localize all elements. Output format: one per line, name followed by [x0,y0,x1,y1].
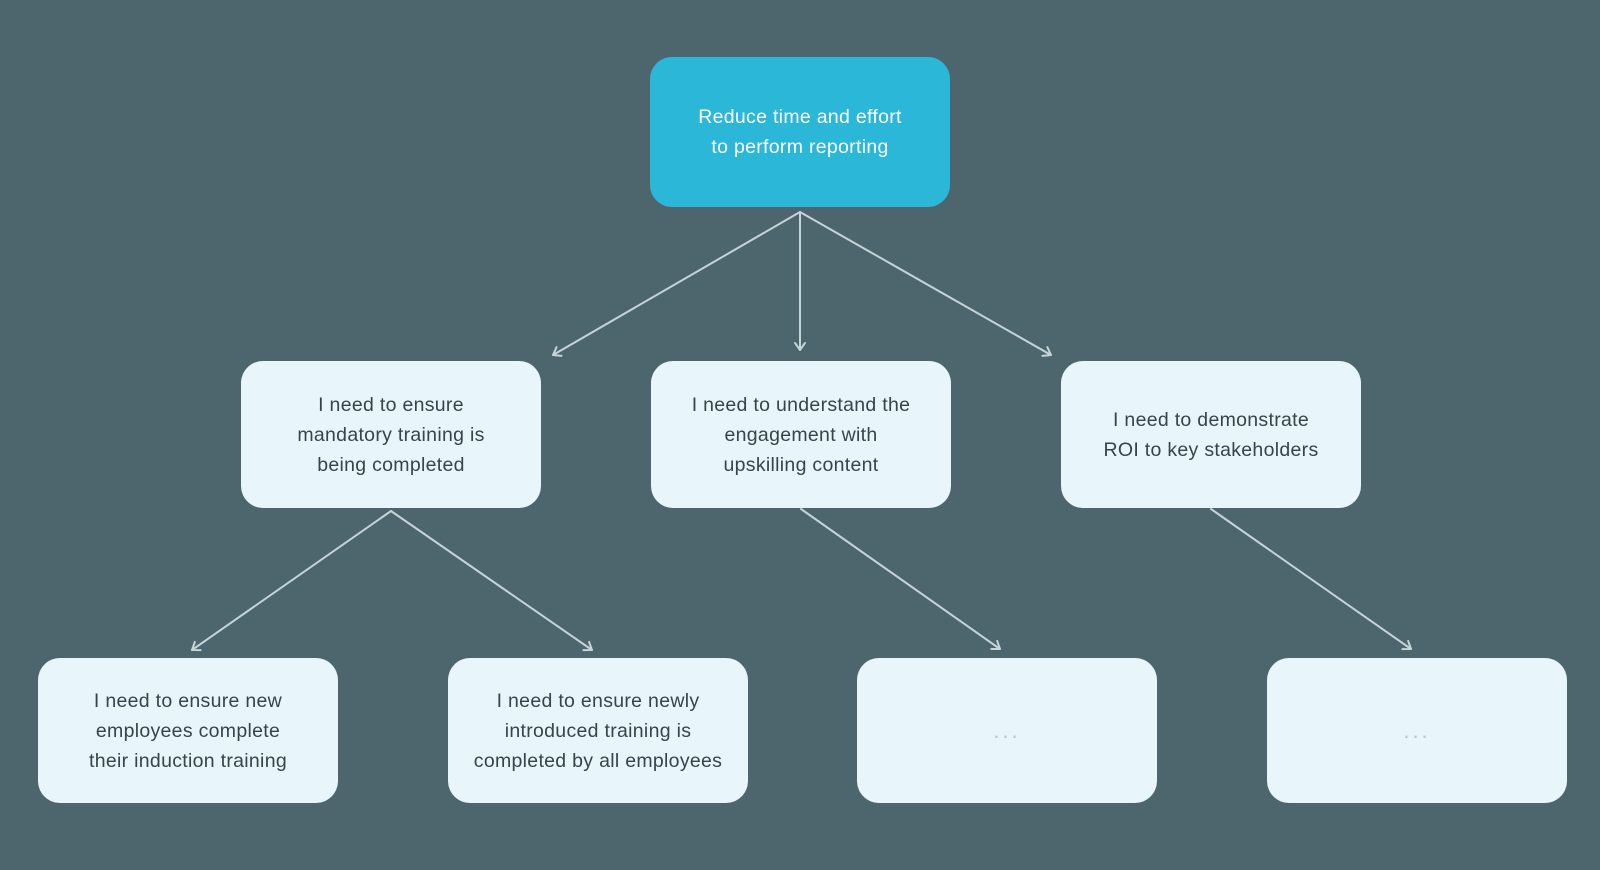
node-mandatory-training-line: I need to ensure [318,393,464,416]
node-mandatory-training-line: mandatory training is [297,423,485,446]
node-induction-training-line: I need to ensure new [93,689,283,712]
connector-mandatory-to-newly-introduced [390,510,593,652]
node-demonstrate-roi: I need to demonstrate ROI to key stakeho… [1061,361,1361,508]
node-upskilling-engagement-line: I need to understand the [691,393,911,416]
node-placeholder-1: ... [857,658,1157,803]
node-induction-training-line: employees complete [95,719,281,742]
node-newly-introduced-training: I need to ensure newly introduced traini… [448,658,748,803]
connector-root-to-roi [799,211,1052,357]
node-root-goal: Reduce time and effort to perform report… [650,57,950,207]
node-placeholder-1-ellipsis: ... [993,717,1021,743]
node-upskilling-engagement: I need to understand the engagement with… [651,361,951,508]
node-newly-introduced-training-line: I need to ensure newly [496,689,700,712]
node-newly-introduced-training-line: introduced training is [504,719,692,742]
node-root-goal-line: to perform reporting [711,136,889,158]
connector-root-to-mandatory [552,211,801,357]
connector-roi-to-placeholder-right [1210,508,1412,651]
node-demonstrate-roi-line: ROI to key stakeholders [1103,438,1319,461]
connector-mandatory-to-induction [191,510,392,652]
node-induction-training: I need to ensure new employees complete … [38,658,338,803]
connector-engagement-to-placeholder-left [800,508,1001,651]
node-newly-introduced-training-line: completed by all employees [473,749,723,772]
node-upskilling-engagement-line: upskilling content [723,453,879,476]
node-induction-training-line: their induction training [89,749,287,772]
node-mandatory-training-line: being completed [317,453,465,476]
node-root-goal-line: Reduce time and effort [698,106,902,128]
node-placeholder-2: ... [1267,658,1567,803]
node-mandatory-training: I need to ensure mandatory training is b… [241,361,541,508]
node-demonstrate-roi-line: I need to demonstrate [1112,408,1309,431]
node-placeholder-2-ellipsis: ... [1403,717,1431,743]
node-upskilling-engagement-line: engagement with [724,423,878,446]
